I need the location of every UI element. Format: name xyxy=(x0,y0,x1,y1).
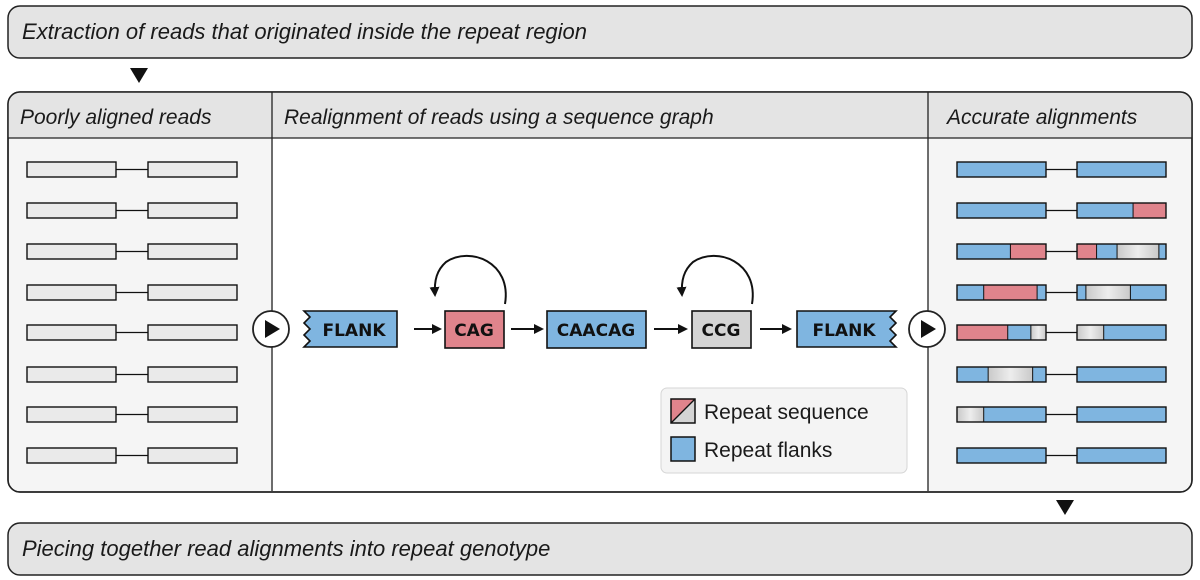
read-pair xyxy=(956,324,1167,341)
read-segment xyxy=(147,243,238,260)
read-segment xyxy=(147,324,238,341)
read-segment xyxy=(956,161,1047,178)
read-pair xyxy=(956,202,1167,219)
read-segment xyxy=(147,284,238,301)
self-loop-arrow xyxy=(676,254,754,305)
read-segment xyxy=(1076,406,1167,423)
bottom-banner: Piecing together read alignments into re… xyxy=(7,522,1193,576)
graph-node-ccg: CCG xyxy=(691,310,752,349)
read-segment xyxy=(1076,284,1167,301)
read-pair xyxy=(26,161,238,178)
sequence-graph: FLANK CAG CAACAG CCG FLANK xyxy=(302,254,898,349)
self-loop-arrow xyxy=(429,254,507,305)
top-banner: Extraction of reads that originated insi… xyxy=(7,5,1193,59)
read-segment xyxy=(26,284,117,301)
read-segment xyxy=(26,324,117,341)
read-segment xyxy=(147,202,238,219)
poorly-aligned-reads xyxy=(26,161,238,464)
read-segment xyxy=(956,324,1047,341)
graph-node-cag: CAG xyxy=(444,310,505,349)
read-pair xyxy=(956,406,1167,423)
play-icon xyxy=(252,310,290,348)
read-pair xyxy=(26,202,238,219)
read-segment xyxy=(956,202,1047,219)
left-panel-title: Poorly aligned reads xyxy=(20,106,212,129)
read-segment xyxy=(956,447,1047,464)
graph-node-label: CAACAG xyxy=(557,321,635,341)
repeat-flanks-swatch-icon xyxy=(670,436,696,462)
read-segment xyxy=(956,243,1047,260)
read-pair xyxy=(956,284,1167,301)
read-segment xyxy=(1076,447,1167,464)
read-segment xyxy=(1076,161,1167,178)
read-segment xyxy=(956,366,1047,383)
accurate-alignments xyxy=(956,161,1167,464)
read-pair xyxy=(956,161,1167,178)
read-segment xyxy=(147,447,238,464)
read-segment xyxy=(26,243,117,260)
read-segment xyxy=(1076,202,1167,219)
legend-label-repeat-sequence: Repeat sequence xyxy=(704,401,869,424)
play-icon xyxy=(908,310,946,348)
top-banner-text: Extraction of reads that originated insi… xyxy=(22,19,587,44)
read-segment xyxy=(26,406,117,423)
read-segment xyxy=(956,406,1047,423)
read-pair xyxy=(956,366,1167,383)
read-pair xyxy=(956,447,1167,464)
read-segment xyxy=(147,406,238,423)
read-segment xyxy=(147,366,238,383)
graph-node-flank-right: FLANK xyxy=(796,310,898,348)
middle-panel-title: Realignment of reads using a sequence gr… xyxy=(284,106,714,129)
panel-header-band xyxy=(8,92,1192,138)
read-segment xyxy=(1076,324,1167,341)
graph-node-label: CCG xyxy=(702,321,741,341)
read-pair xyxy=(26,243,238,260)
read-segment xyxy=(956,284,1047,301)
read-pair xyxy=(26,324,238,341)
read-pair xyxy=(26,447,238,464)
read-segment xyxy=(1076,243,1167,260)
graph-node-caacag: CAACAG xyxy=(546,310,647,349)
down-arrow-icon xyxy=(130,68,148,83)
read-segment xyxy=(1076,366,1167,383)
graph-node-flank-left: FLANK xyxy=(302,310,398,348)
read-segment xyxy=(26,202,117,219)
bottom-banner-text: Piecing together read alignments into re… xyxy=(22,536,550,561)
graph-node-label: FLANK xyxy=(322,321,386,341)
right-panel-title: Accurate alignments xyxy=(945,106,1138,129)
read-pair xyxy=(26,366,238,383)
repeat-sequence-swatch-icon xyxy=(670,398,696,424)
read-segment xyxy=(147,161,238,178)
read-pair xyxy=(26,406,238,423)
read-pair xyxy=(26,284,238,301)
graph-node-label: FLANK xyxy=(812,321,876,341)
read-pair xyxy=(956,243,1167,260)
read-segment xyxy=(26,161,117,178)
down-arrow-icon xyxy=(1056,500,1074,515)
read-segment xyxy=(26,447,117,464)
graph-node-label: CAG xyxy=(454,321,494,341)
read-segment xyxy=(26,366,117,383)
legend: Repeat sequence Repeat flanks xyxy=(660,387,908,474)
legend-label-repeat-flanks: Repeat flanks xyxy=(704,439,832,462)
